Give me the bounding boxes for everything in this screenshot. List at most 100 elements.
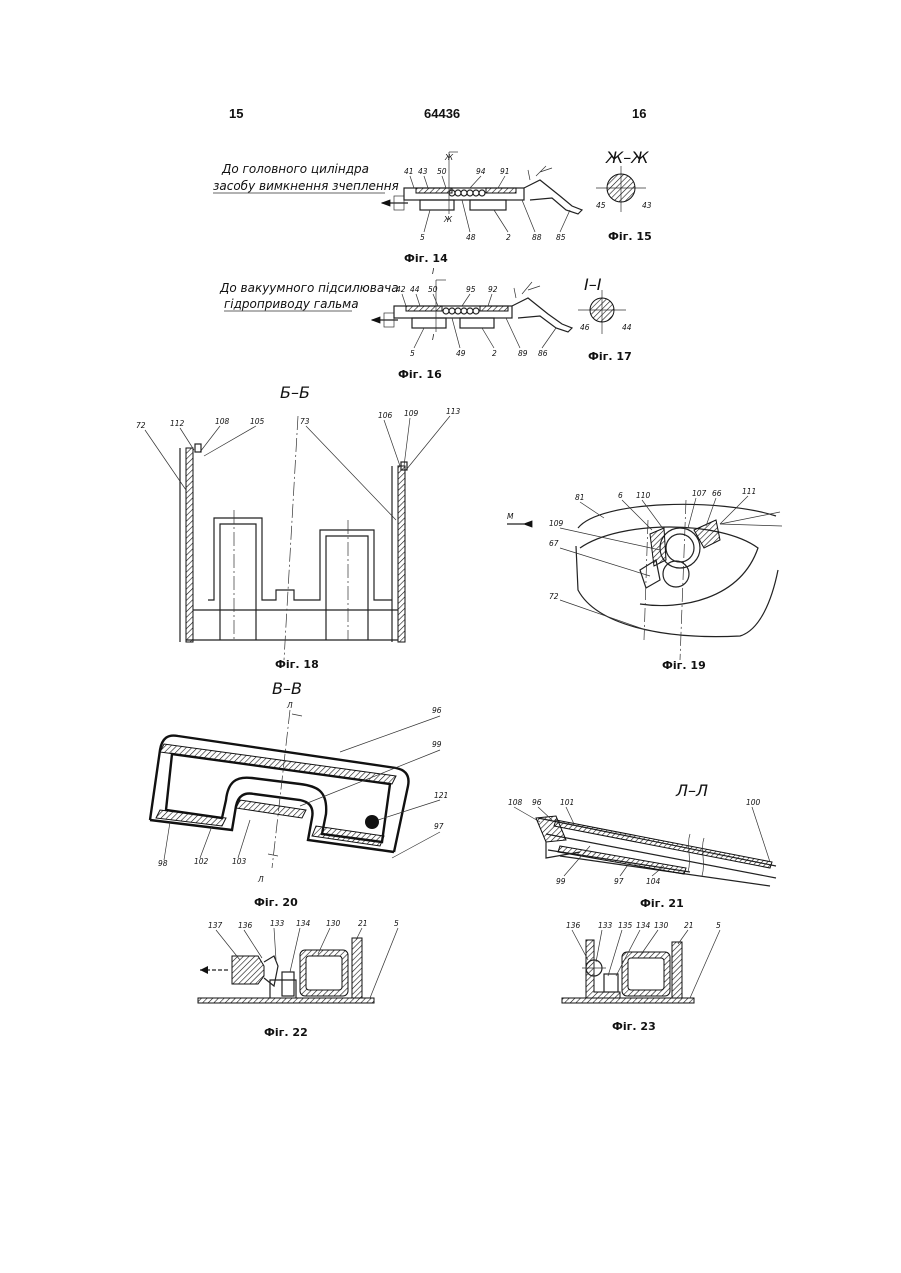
fig21-label-96: 96: [532, 798, 542, 807]
fig20-label-99: 99: [432, 740, 442, 749]
fig21-label-99: 99: [556, 877, 566, 886]
fig16-label-86: 86: [538, 349, 548, 358]
fig20-label-121: 121: [434, 791, 448, 800]
fig18-label-113: 113: [446, 407, 461, 416]
fig23-label-21: 21: [684, 921, 694, 930]
fig20-label-98: 98: [158, 859, 168, 868]
fig16-label-44: 44: [410, 285, 420, 294]
fig14-label-94: 94: [476, 167, 486, 176]
fig21-label-104: 104: [646, 877, 661, 886]
fig19-label-6: 6: [618, 491, 623, 500]
fig21-label-97: 97: [614, 877, 624, 886]
fig21-label-100: 100: [746, 798, 761, 807]
fig17-section-title: І–І: [584, 275, 602, 294]
fig22-label-5: 5: [394, 919, 399, 928]
fig22-label-137: 137: [208, 921, 223, 930]
fig22-label-134: 134: [296, 919, 311, 928]
figure-22: 137 136 133 134 130 21 5 Фіг. 22: [198, 919, 399, 1039]
fig14-caption: Фіг. 14: [404, 252, 448, 265]
fig16-label-92: 92: [488, 285, 498, 294]
fig18-label-73: 73: [300, 417, 310, 426]
fig23-label-135: 135: [618, 921, 633, 930]
fig16-label-42: 42: [396, 285, 406, 294]
fig21-section-title: Л–Л: [675, 781, 708, 800]
fig14-label-48: 48: [466, 233, 476, 242]
fig19-caption: Фіг. 19: [662, 659, 706, 672]
figure-14: До головного циліндра засобу вимкнення з…: [213, 152, 582, 265]
fig22-label-21: 21: [358, 919, 368, 928]
fig18-label-112: 112: [170, 419, 185, 428]
fig16-label-89: 89: [518, 349, 528, 358]
fig22-label-133: 133: [270, 919, 285, 928]
fig18-label-109: 109: [404, 409, 419, 418]
fig23-label-5: 5: [716, 921, 721, 930]
fig18-label-108: 108: [215, 417, 230, 426]
fig16-label-i: I: [432, 333, 435, 342]
figure-15: Ж–Ж 45 43 Фіг. 15: [596, 148, 652, 243]
fig14-label-2: 2: [506, 233, 511, 242]
fig20-label-l-top: Л: [286, 701, 293, 710]
fig14-section-mark: Ж: [444, 153, 454, 162]
fig17-label-46: 46: [580, 323, 590, 332]
fig20-label-96: 96: [432, 706, 442, 715]
fig19-label-110: 110: [636, 491, 651, 500]
fig16-label-50: 50: [428, 285, 438, 294]
fig15-label-43: 43: [642, 201, 652, 210]
fig17-caption: Фіг. 17: [588, 350, 632, 363]
fig19-label-81: 81: [575, 493, 585, 502]
figure-16: До вакуумного підсилювача гідроприводу г…: [219, 267, 572, 381]
fig14-label-zh: Ж: [443, 215, 453, 224]
fig18-label-105: 105: [250, 417, 265, 426]
fig21-caption: Фіг. 21: [640, 897, 684, 910]
fig20-section-title: В–В: [272, 679, 302, 698]
fig20-label-102: 102: [194, 857, 209, 866]
fig23-label-130: 130: [654, 921, 669, 930]
fig18-label-106: 106: [378, 411, 393, 420]
figure-20: В–В Л 96 99 121 97 98 102 103 Л Фіг. 20: [150, 679, 448, 909]
fig23-label-136: 136: [566, 921, 581, 930]
fig23-label-133: 133: [598, 921, 613, 930]
fig23-label-134: 134: [636, 921, 651, 930]
fig14-label-50: 50: [437, 167, 447, 176]
fig17-label-44: 44: [622, 323, 632, 332]
fig20-caption: Фіг. 20: [254, 896, 298, 909]
fig20-label-103: 103: [232, 857, 247, 866]
fig19-label-m: M: [507, 512, 514, 521]
fig16-label-2: 2: [492, 349, 497, 358]
fig19-label-67: 67: [549, 539, 559, 548]
fig22-label-136: 136: [238, 921, 253, 930]
figure-18: Б–Б 72 112 108 105 73 106 109 113 Фіг. 1…: [136, 383, 461, 671]
fig19-label-109: 109: [549, 519, 564, 528]
fig20-label-97: 97: [434, 822, 444, 831]
fig18-section-title: Б–Б: [280, 383, 310, 402]
fig15-section-title: Ж–Ж: [605, 148, 649, 167]
figure-19: M 81 6 110 107 66 111 109 67 72 Фіг. 19: [507, 487, 782, 672]
fig18-caption: Фіг. 18: [275, 658, 319, 671]
fig14-note-line2: засобу вимкнення зчеплення: [213, 179, 399, 193]
fig14-label-5: 5: [420, 233, 425, 242]
fig21-label-108: 108: [508, 798, 523, 807]
fig16-note-line2: гідроприводу гальма: [224, 297, 359, 311]
figure-23: 136 133 135 134 130 21 5 Фіг. 23: [562, 921, 721, 1033]
fig21-label-101: 101: [560, 798, 574, 807]
fig16-note-line1: До вакуумного підсилювача: [219, 281, 399, 295]
fig19-label-66: 66: [712, 489, 722, 498]
fig16-label-49: 49: [456, 349, 466, 358]
fig19-label-107: 107: [692, 489, 707, 498]
figure-17: І–І 46 44 Фіг. 17: [578, 275, 632, 363]
figure-21: Л–Л 108 96 101 100 99 97 104 Фіг. 21: [508, 781, 776, 910]
fig16-label-95: 95: [466, 285, 476, 294]
fig18-label-72: 72: [136, 421, 146, 430]
fig16-section-mark: І: [432, 267, 435, 276]
fig15-caption: Фіг. 15: [608, 230, 652, 243]
fig19-label-72: 72: [549, 592, 559, 601]
fig16-caption: Фіг. 16: [398, 368, 442, 381]
fig20-label-l-bottom: Л: [257, 875, 264, 884]
fig14-label-43: 43: [418, 167, 428, 176]
fig14-label-41: 41: [404, 167, 414, 176]
fig23-caption: Фіг. 23: [612, 1020, 656, 1033]
fig22-label-130: 130: [326, 919, 341, 928]
fig22-caption: Фіг. 22: [264, 1026, 308, 1039]
fig16-label-5: 5: [410, 349, 415, 358]
fig14-label-88: 88: [532, 233, 542, 242]
